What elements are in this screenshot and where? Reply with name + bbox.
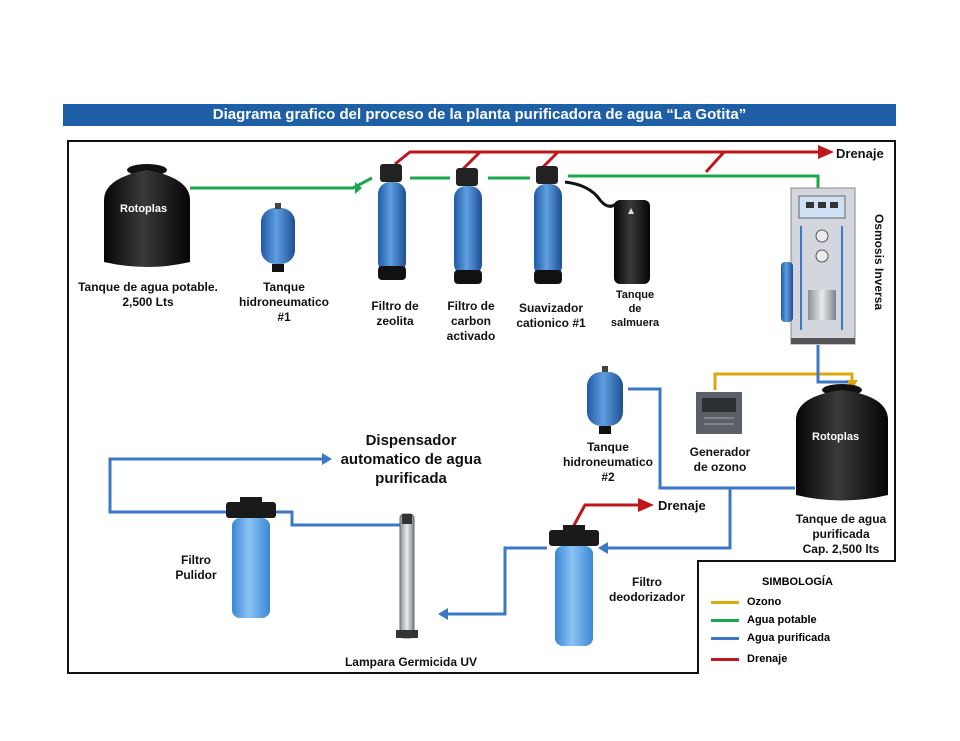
label-dispensador-line3: purificada (375, 470, 447, 487)
label-hidro1-line2: hidroneumatico (238, 295, 329, 309)
lampara-germicida-uv (396, 513, 418, 639)
label-hidroneumatico-2: Tanque hidroneumatico #2 (558, 440, 658, 485)
label-suavizador-line2: cationico #1 (516, 316, 586, 330)
label-tanque-purificada-line3: Cap. 2,500 lts (802, 542, 880, 556)
diagram-title: Diagrama grafico del proceso de la plant… (63, 104, 896, 126)
label-ozono-line1: Generador (689, 445, 751, 459)
label-salmuera-line2: de (628, 303, 642, 315)
legend-swatch-agua-purificada (711, 636, 739, 640)
label-suavizador: Suavizador cationico #1 (508, 301, 594, 331)
tanque-hidroneumatico-2 (587, 366, 623, 434)
legend-swatch-ozono (711, 600, 739, 604)
label-salmuera-line1: Tanque (615, 289, 655, 301)
legend-item-agua-purificada: Agua purificada (711, 630, 830, 646)
legend-simbologia: SIMBOLOGÍA Ozono Agua potable Agua purif… (697, 560, 896, 674)
legend-label-agua-potable: Agua potable (747, 614, 817, 626)
legend-item-drenaje: Drenaje (711, 651, 787, 667)
label-carbon-line2: carbon (450, 314, 491, 328)
flow-arrow-lampara (438, 608, 448, 620)
label-hidro2-line2: hidroneumatico (562, 455, 653, 469)
label-hidro1-line3: #1 (277, 310, 291, 324)
filtro-pulidor (226, 497, 276, 618)
label-tanque-purificada-line1: Tanque de agua (795, 512, 887, 526)
label-tanque-potable: Tanque de agua potable. 2,500 Lts (68, 280, 228, 310)
drenaje-top-arrow (818, 145, 834, 159)
label-zeolita-line1: Filtro de (371, 299, 419, 313)
label-filtro-carbon: Filtro de carbon activado (436, 299, 506, 344)
label-suavizador-line1: Suavizador (518, 301, 584, 315)
label-tanque-purificada: Tanque de agua purificada Cap. 2,500 lts (786, 512, 896, 557)
diagram-frame (67, 140, 896, 674)
label-dispensador: Dispensador automatico de agua purificad… (326, 431, 496, 488)
pipe-agua-purificada (108, 345, 848, 616)
label-dispensador-line2: automatico de agua (340, 451, 482, 468)
osmosis-inversa-unit (781, 187, 856, 345)
label-pulidor-line2: Pulidor (175, 568, 217, 582)
filtro-carbon-activado (454, 168, 482, 284)
label-salmuera-line3: salmuera (610, 317, 660, 329)
label-ozono-line2: de ozono (693, 460, 747, 474)
legend-label-drenaje: Drenaje (747, 653, 788, 665)
tanque-agua-purificada: Rotoplas (796, 384, 888, 501)
label-carbon-line3: activado (446, 329, 496, 343)
pipe-ozono (713, 372, 854, 390)
label-zeolita-line2: zeolita (376, 314, 414, 328)
tanque-purificada-brand: Rotoplas (812, 431, 859, 443)
label-tanque-purificada-line2: purificada (812, 527, 870, 541)
label-salmuera: Tanque de salmuera (600, 288, 670, 330)
tanque-potable-brand: Rotoplas (120, 203, 167, 215)
filtro-deodorizador (549, 525, 599, 646)
label-carbon-line1: Filtro de (447, 299, 495, 313)
label-tanque-potable-line2: 2,500 Lts (122, 295, 174, 309)
label-hidro1-line1: Tanque (263, 280, 305, 294)
label-hidro2-line1: Tanque (587, 440, 629, 454)
tanque-hidroneumatico-1 (261, 203, 295, 272)
legend-label-agua-purificada: Agua purificada (747, 632, 831, 644)
label-filtro-zeolita: Filtro de zeolita (360, 299, 430, 329)
label-drenaje-top: Drenaje (836, 146, 884, 161)
drenaje-bottom-arrow (638, 498, 654, 512)
filtro-zeolita (378, 164, 406, 280)
label-tanque-potable-line1: Tanque de agua potable. (78, 280, 218, 294)
legend-item-ozono: Ozono (711, 594, 781, 610)
label-pulidor-line1: Filtro (181, 553, 211, 567)
label-filtro-deodorizador: Filtro deodorizador (602, 575, 692, 605)
label-drenaje-bottom: Drenaje (658, 498, 706, 513)
flow-arrow-deodorizador (598, 542, 608, 554)
legend-label-ozono: Ozono (747, 596, 782, 608)
label-hidro2-line3: #2 (601, 470, 615, 484)
legend-title: SIMBOLOGÍA (762, 576, 833, 588)
label-filtro-pulidor: Filtro Pulidor (166, 553, 226, 583)
pipe-agua-potable (190, 174, 820, 194)
label-dispensador-line1: Dispensador (365, 432, 457, 449)
label-generador-ozono: Generador de ozono (682, 445, 758, 475)
label-hidroneumatico-1: Tanque hidroneumatico #1 (234, 280, 334, 325)
pipe-drenaje (394, 150, 820, 528)
label-deodorizador-line1: Filtro (632, 575, 662, 589)
generador-ozono (696, 392, 742, 434)
label-osmosis-inversa: Osmosis Inversa (872, 214, 886, 311)
suavizador-cationico (534, 166, 617, 284)
tanque-salmuera (614, 200, 650, 284)
legend-swatch-drenaje (711, 657, 739, 661)
label-deodorizador-line2: deodorizador (608, 590, 685, 604)
legend-swatch-agua-potable (711, 618, 739, 622)
legend-item-agua-potable: Agua potable (711, 612, 817, 628)
flow-arrow-dispensador (322, 453, 332, 465)
tanque-agua-potable: Rotoplas (104, 164, 190, 267)
label-lampara-uv: Lampara Germicida UV (344, 655, 478, 669)
